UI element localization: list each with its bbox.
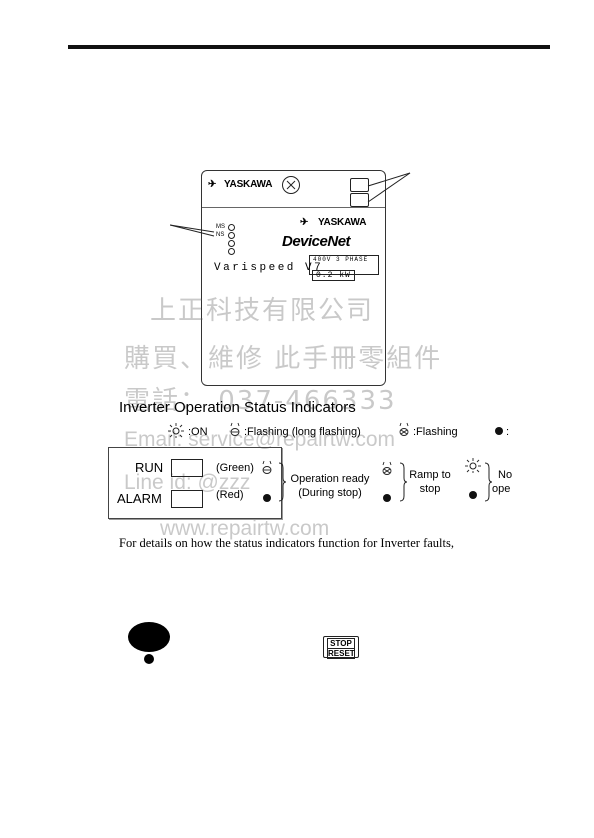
led-4 [228, 248, 235, 255]
led-ms [228, 224, 235, 231]
yaskawa-logo-icon: ✈ [208, 179, 217, 190]
header-rule [68, 45, 550, 49]
cover-screw-icon [282, 176, 300, 194]
watermark-line1: 上正科技有限公司 [150, 296, 375, 326]
indicator-square-2 [350, 193, 369, 207]
brace-3 [484, 462, 493, 502]
ramp-line2: stop [419, 483, 441, 495]
operation-ready-line1: Operation ready [290, 473, 370, 485]
legend-on: :ON [188, 426, 208, 438]
led-ns [228, 232, 235, 239]
nameplate: 400V 3 PHASE 0.2 kW [309, 255, 379, 281]
alarm-label: ALARM [117, 491, 162, 506]
watermark-line4: Email: service@repairtw.com [124, 428, 396, 451]
run-indicator [171, 459, 203, 477]
normal-line1: No [498, 469, 513, 481]
yaskawa-logo-icon: ✈ [300, 217, 309, 228]
inverter-illustration: ✈ YASKAWA MS NS ✈ YASKAWA DeviceNet 400V… [201, 170, 386, 386]
brand-top: YASKAWA [224, 179, 273, 190]
legend-flash: :Flashing [413, 426, 458, 438]
ramp-to-stop-text: Ramp to stop [403, 468, 457, 496]
green-label: (Green) [216, 462, 254, 474]
nameplate-line1: 400V 3 PHASE [313, 256, 369, 263]
brace-1 [278, 462, 287, 502]
operation-ready-line2: (During stop) [298, 487, 362, 499]
stop-reset-key-icon: STOP RESET [323, 636, 359, 659]
run-on-icon [465, 458, 481, 473]
alarm-off-dot [263, 494, 271, 502]
note-bubble-tail [144, 654, 154, 664]
indicator-panel: RUN ALARM [108, 447, 282, 519]
led-flash-long-icon [230, 422, 240, 436]
stop-key-inner: STOP RESET [327, 638, 355, 659]
operation-ready-text: Operation ready (During stop) [284, 472, 376, 500]
run-label: RUN [135, 460, 164, 475]
normal-line2: ope [492, 483, 511, 495]
led-off-icon [495, 427, 503, 435]
brace-2 [399, 462, 408, 502]
led-3 [228, 240, 235, 247]
details-paragraph: For details on how the status indicators… [119, 536, 454, 550]
indicator-square-1 [350, 178, 369, 192]
led-label-ms: MS [216, 224, 225, 230]
run-flash-long-icon [262, 460, 272, 474]
stop-key-line1: STOP [330, 639, 352, 648]
led-on-icon [168, 423, 184, 438]
normal-operation-text: No ope [492, 468, 522, 496]
watermark-line2: 購買、維修 此手冊零組件 [124, 344, 443, 374]
watermark-line5: Line id: @zzz [124, 471, 251, 494]
watermark-line6: www.repairtw.com [160, 517, 330, 540]
stop-key-line2: RESET [328, 648, 355, 658]
ramp-line1: Ramp to [409, 469, 451, 481]
note-bubble-icon [128, 622, 170, 652]
run-flash-icon [382, 461, 392, 475]
brand-inner: YASKAWA [318, 217, 367, 228]
model-name: Varispeed V7 [214, 262, 324, 274]
section-heading: Inverter Operation Status Indicators [119, 399, 356, 416]
watermark-line3: 電話： 037-466333 [124, 386, 397, 416]
legend-off: : [506, 426, 510, 438]
alarm-off-dot-2 [383, 494, 391, 502]
nameplate-line2: 0.2 kW [312, 270, 355, 281]
cover-divider [202, 207, 385, 208]
alarm-off-dot-3 [469, 491, 477, 499]
legend-flash-long: :Flashing (long flashing) [244, 426, 361, 438]
led-flash-icon [399, 422, 409, 436]
red-label: (Red) [216, 489, 244, 501]
alarm-indicator [171, 490, 203, 508]
led-label-ns: NS [216, 232, 225, 238]
devicenet-logo: DeviceNet [282, 233, 351, 250]
callout-lines [170, 172, 411, 237]
